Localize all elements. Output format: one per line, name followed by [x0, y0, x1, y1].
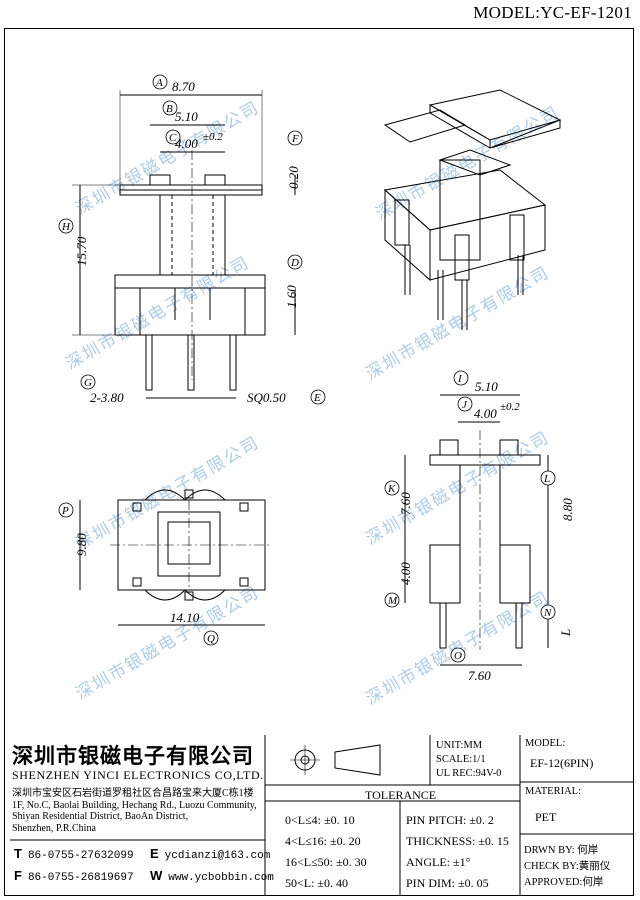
email-value: ycdianzi@163.com	[164, 850, 271, 862]
callout-circles-front	[58, 74, 326, 405]
company-name-cn: 深圳市银磁电子有限公司	[12, 744, 254, 768]
tel-value: 86-0755-27632099	[27, 850, 134, 862]
dim-D-value: 1.60	[284, 285, 299, 308]
watermark-text: 深圳市银磁电子有限公司	[363, 263, 554, 385]
email-label: E	[150, 846, 159, 861]
material-title: MATERIAL:	[525, 786, 581, 797]
material-value: PET	[535, 810, 557, 824]
ul-rec-spec: UL REC:94V-0	[436, 768, 502, 779]
contact-tel: T 86-0755-27632099	[14, 846, 134, 862]
dim-I-value: 5.10	[475, 379, 498, 394]
address-en-line3: Shenzhen, P.R.China	[12, 822, 96, 834]
callout-C: C	[169, 132, 177, 144]
callout-E: E	[313, 392, 321, 404]
dim-E-value: SQ0.50	[247, 390, 286, 405]
tolerance-left: 0<L≤4: ±0. 10 4<L≤16: ±0. 20 16<L≤50: ±0…	[285, 810, 367, 894]
dim-J-value: 4.00	[474, 406, 497, 421]
web-label: W	[150, 868, 163, 883]
address-en-line1: 1F, No.C, Baolai Building, Hechang Rd., …	[12, 799, 257, 811]
dim-A-value: 8.70	[172, 79, 195, 94]
callout-D: D	[290, 257, 299, 269]
tolerance-right: PIN PITCH: ±0. 2 THICKNESS: ±0. 15 ANGLE…	[406, 810, 509, 894]
address-en-line2: Shiyan Residential District, BaoAn Distr…	[12, 811, 189, 823]
callout-M: M	[387, 595, 398, 607]
model-title: MODEL:	[525, 738, 566, 749]
callout-N: N	[543, 607, 552, 619]
dim-Q-value: 14.10	[170, 610, 200, 625]
callout-Q: Q	[207, 633, 215, 645]
dim-B-value: 5.10	[175, 109, 198, 124]
tolerance-row: ANGLE: ±1°	[406, 855, 471, 869]
callout-H: H	[61, 221, 71, 233]
model-number: MODEL:YC-EF-1201	[473, 3, 632, 22]
callout-O: O	[454, 650, 462, 662]
tolerance-row: THICKNESS: ±0. 15	[406, 834, 509, 848]
dim-K-value: 7.60	[398, 492, 413, 515]
tolerance-row: 50<L: ±0. 40	[285, 876, 349, 890]
watermark-text: 深圳市银磁电子有限公司	[73, 583, 264, 705]
scale-spec: SCALE:1/1	[436, 754, 486, 765]
dim-F-value: 0.20	[286, 166, 301, 189]
bottom-view	[79, 489, 270, 626]
side-view	[404, 394, 549, 666]
tel-label: T	[14, 846, 22, 861]
tolerance-row: 16<L≤50: ±0. 30	[285, 855, 367, 869]
tolerance-row: PIN PITCH: ±0. 2	[406, 813, 494, 827]
dim-C-tolerance: ±0.2	[203, 131, 223, 143]
tolerance-row: 4<L≤16: ±0. 20	[285, 834, 361, 848]
callout-F: F	[291, 133, 299, 145]
drawing-frame	[4, 28, 634, 896]
contact-fax: F 86-0755-26819697	[14, 868, 134, 884]
company-name-en: SHENZHEN YINCI ELECTRONICS CO,LTD.	[12, 768, 264, 782]
tolerance-title: TOLERANCE	[365, 788, 437, 802]
front-view	[72, 90, 296, 399]
callout-A: A	[155, 77, 163, 89]
dim-P-value: 9.80	[74, 533, 89, 556]
dim-G-value: 2-3.80	[90, 390, 124, 405]
isometric-view	[383, 89, 562, 330]
callout-B: B	[166, 103, 173, 115]
callout-I: I	[457, 373, 463, 385]
fax-value: 86-0755-26819697	[27, 872, 134, 884]
unit-spec: UNIT:MM	[436, 740, 483, 751]
web-value: www.ycbobbin.com	[168, 872, 274, 884]
callout-P: P	[61, 505, 69, 517]
checked-by: CHECK BY:黄丽仪	[524, 861, 611, 872]
dim-N-value: L	[558, 629, 573, 637]
dim-H-value: 15.70	[74, 236, 89, 266]
address-cn: 深圳市宝安区石岩街道罗租社区合昌路宝来大厦C栋1楼	[12, 788, 254, 799]
dim-L-value: 8.80	[560, 498, 575, 521]
callout-K: K	[387, 483, 396, 495]
model-value: EF-12(6PIN)	[530, 756, 594, 770]
title-block-grid	[10, 735, 634, 896]
fax-label: F	[14, 868, 22, 883]
callout-L: L	[543, 473, 550, 485]
tolerance-row: 0<L≤4: ±0. 10	[285, 813, 355, 827]
watermark-layer: 深圳市银磁电子有限公司 深圳市银磁电子有限公司 深圳市银磁电子有限公司 深圳市银…	[63, 98, 564, 710]
callout-G: G	[84, 377, 92, 389]
callout-J: J	[462, 399, 468, 411]
dim-C-value: 4.00	[175, 136, 198, 151]
dim-J-tolerance: ±0.2	[500, 401, 520, 413]
tolerance-row: PIN DIM: ±0. 05	[406, 876, 489, 890]
watermark-text: 深圳市银磁电子有限公司	[73, 98, 264, 220]
drawn-by: DRWN BY: 何岸	[524, 845, 599, 856]
dim-M-value: 4.00	[398, 562, 413, 585]
approved-by: APPROVED:何岸	[524, 877, 604, 888]
dim-O-value: 7.60	[468, 668, 491, 683]
company-address: 深圳市宝安区石岩街道罗租社区合昌路宝来大厦C栋1楼 1F, No.C, Baol…	[12, 788, 267, 834]
